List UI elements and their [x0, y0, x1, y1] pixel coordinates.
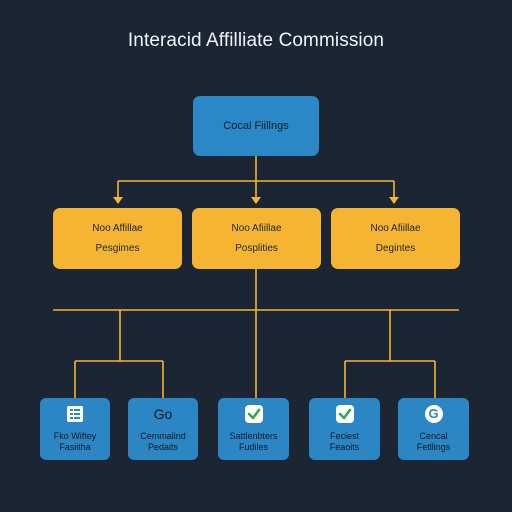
- google-icon-letter: G: [424, 405, 443, 424]
- root-node-label: Cocal Fiillngs: [223, 120, 289, 132]
- leaf-node-2-line1: Cemmalind: [140, 431, 186, 442]
- go-icon-text: Go: [153, 406, 173, 423]
- arrowhead-mid-1: [113, 197, 123, 204]
- checkmark-icon: [244, 404, 264, 424]
- page-title: Interacid Affilliate Commission: [127, 30, 385, 51]
- mid-node-3-line2: Degintes: [375, 242, 416, 254]
- go-icon: Go: [153, 404, 173, 424]
- arrowhead-mid-3: [389, 197, 399, 204]
- leaf-node-4-line2: Feaoits: [329, 441, 360, 452]
- leaf-node-5-line2: Fetllings: [416, 441, 451, 452]
- leaf-node-1: Fko Wiftey Fasiitha: [40, 398, 110, 460]
- leaf-node-2-line2: Pedaits: [147, 441, 179, 452]
- leaf-node-3: Sattlenbters Fudiles: [218, 398, 289, 460]
- google-icon: G: [424, 404, 444, 424]
- mid-node-2: Noo Afiillae Posplities: [192, 208, 321, 269]
- arrowhead-mid-2: [251, 197, 261, 204]
- leaf-node-3-line1: Sattlenbters: [229, 431, 278, 442]
- mid-node-1: Noo Affillae Pesgimes: [53, 208, 182, 269]
- leaf-node-1-line1: Fko Wiftey: [53, 431, 97, 442]
- mid-node-2-line2: Posplities: [235, 242, 278, 254]
- leaf-node-3-line2: Fudiles: [238, 441, 268, 452]
- mid-node-3: Noo Afiillae Degintes: [331, 208, 460, 269]
- leaf-node-5-line1: Cencal: [419, 431, 448, 442]
- checkmark-icon: [335, 404, 355, 424]
- root-node: Cocal Fiillngs: [193, 96, 319, 156]
- leaf-node-5: G Cencal Fetllings: [398, 398, 469, 460]
- mid-node-3-line1: Noo Afiillae: [370, 222, 421, 234]
- list-icon: [65, 404, 85, 424]
- mid-node-2-line1: Noo Afiillae: [231, 222, 282, 234]
- mid-node-1-line1: Noo Affillae: [92, 222, 143, 234]
- leaf-node-1-line2: Fasiitha: [59, 441, 91, 452]
- leaf-node-4-line1: Feciest: [329, 431, 359, 442]
- mid-node-1-line2: Pesgimes: [95, 242, 140, 254]
- leaf-node-4: Feciest Feaoits: [309, 398, 380, 460]
- leaf-node-2: Go Cemmalind Pedaits: [128, 398, 198, 460]
